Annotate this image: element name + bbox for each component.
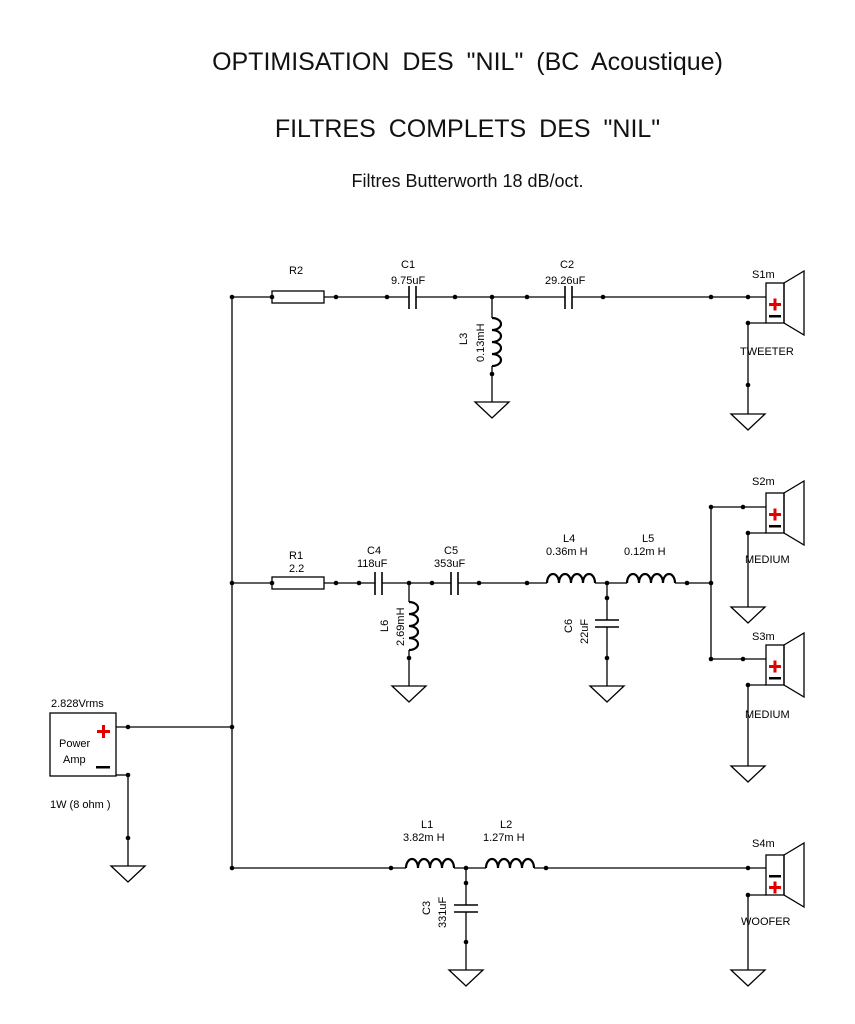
inductor-l4	[545, 572, 597, 585]
ground-s1m-icon	[730, 413, 766, 431]
speaker-s3m	[765, 631, 805, 699]
label-c5: C5	[444, 545, 458, 557]
label-l3: L3	[458, 333, 470, 345]
ground-l3-icon	[474, 401, 510, 419]
speaker-s2m	[765, 479, 805, 547]
ground-l6-icon	[391, 685, 427, 703]
power-amp-source: 2.828Vrms Power Amp 1W (8 ohm )	[49, 698, 235, 883]
tweeter-branch	[229, 286, 766, 431]
label-r2: R2	[289, 265, 303, 277]
label-l1: L1	[421, 819, 433, 831]
svg-text:0.13mH: 0.13mH	[475, 323, 487, 362]
label-r1: R1	[289, 550, 303, 562]
label-c2: C2	[560, 259, 574, 271]
ground-c3-icon	[448, 969, 484, 987]
amp-rating: 1W (8 ohm )	[50, 799, 111, 811]
sub-title: FILTRES COMPLETS DES "NIL"	[274, 115, 661, 143]
label-s2m: S2m	[752, 476, 775, 488]
label-s3m: S3m	[752, 631, 775, 643]
minus-terminal-icon	[769, 677, 781, 680]
source-voltage: 2.828Vrms	[51, 698, 104, 710]
svg-text:29.26uF: 29.26uF	[545, 275, 586, 287]
ground-c6-icon	[589, 685, 625, 703]
svg-text:Amp: Amp	[63, 754, 86, 766]
label-medium-2: MEDIUM	[745, 709, 790, 721]
main-title: OPTIMISATION DES "NIL" (BC Acoustique)	[212, 48, 723, 76]
svg-text:0.36m H: 0.36m H	[546, 546, 588, 558]
svg-text:3.82m H: 3.82m H	[403, 832, 445, 844]
power-amp-label: Power	[59, 738, 91, 750]
label-l4: L4	[563, 533, 575, 545]
inductor-l1	[404, 857, 456, 870]
svg-text:2.69mH: 2.69mH	[395, 607, 407, 646]
inductor-l2	[484, 857, 536, 870]
power-amp-box	[49, 712, 117, 777]
filter-type-note: Filtres Butterworth 18 dB/oct.	[351, 171, 584, 191]
inductor-l5	[625, 572, 677, 585]
label-l5: L5	[642, 533, 654, 545]
svg-text:118uF: 118uF	[357, 558, 388, 570]
label-l6: L6	[379, 620, 391, 632]
label-c1: C1	[401, 259, 415, 271]
resistor-r1	[271, 576, 325, 590]
medium-branch	[229, 504, 766, 783]
speaker-s1m	[765, 269, 805, 337]
svg-text:22uF: 22uF	[579, 619, 591, 644]
label-woofer: WOOFER	[741, 916, 791, 928]
svg-text:353uF: 353uF	[434, 558, 465, 570]
svg-text:2.2: 2.2	[289, 563, 304, 575]
ground-s3m-icon	[730, 765, 766, 783]
label-c3: C3	[421, 901, 433, 915]
label-c6: C6	[563, 619, 575, 633]
svg-text:9.75uF: 9.75uF	[391, 275, 426, 287]
component-labels: R2 C1 9.75uF C2 29.26uF L3 0.13mH R1 2.2…	[289, 259, 794, 928]
inductor-l6	[407, 600, 420, 652]
svg-text:331uF: 331uF	[437, 897, 449, 928]
minus-terminal-icon	[769, 525, 781, 528]
label-c4: C4	[367, 545, 381, 557]
label-tweeter: TWEETER	[740, 346, 794, 358]
speaker-s4m	[765, 841, 805, 909]
label-s4m: S4m	[752, 838, 775, 850]
ground-s4m-icon	[730, 969, 766, 987]
label-medium-1: MEDIUM	[745, 554, 790, 566]
woofer-branch	[229, 857, 766, 987]
svg-text:0.12m H: 0.12m H	[624, 546, 666, 558]
resistor-r2	[271, 290, 325, 304]
ground-s2m-icon	[730, 606, 766, 624]
svg-text:1.27m H: 1.27m H	[483, 832, 525, 844]
ground-amp-icon	[110, 865, 146, 883]
minus-terminal-icon	[769, 875, 781, 878]
minus-terminal-icon	[769, 315, 781, 318]
minus-terminal-icon	[96, 766, 110, 769]
label-l2: L2	[500, 819, 512, 831]
inductor-l3	[490, 316, 503, 368]
label-s1m: S1m	[752, 269, 775, 281]
